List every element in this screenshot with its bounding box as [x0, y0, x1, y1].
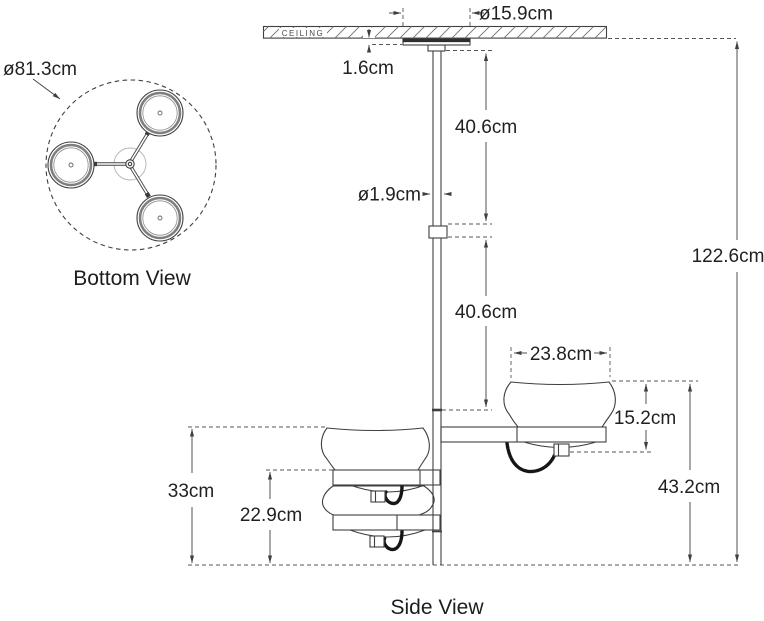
left-upper-arm [332, 469, 441, 486]
left-lower-drop-label: 22.9cm [240, 505, 302, 526]
rod-coupling [428, 225, 448, 239]
ceiling-label: CEILING [282, 29, 325, 38]
canopy-diameter-label: ø15.9cm [479, 4, 553, 25]
bottom-view: ø81.3cm Bottom View [3, 59, 217, 290]
fixture-diameter-label: ø81.3cm [3, 59, 77, 80]
hub-center-dot [127, 161, 133, 167]
bottom-shade-top-right [136, 89, 184, 137]
fixture-outline-dashed-circle [45, 79, 217, 251]
bottom-shade-bottom-right [136, 194, 184, 242]
canopy-thickness-label: 1.6cm [342, 58, 394, 79]
rod-upper-length-label: 40.6cm [455, 117, 517, 138]
left-upper-shade [320, 427, 430, 471]
ceiling: CEILING [262, 25, 608, 39]
left-upper-socket [370, 490, 386, 503]
right-shade [503, 381, 616, 428]
ceiling-band [262, 25, 608, 39]
right-socket [553, 443, 570, 457]
left-lower-socket [369, 535, 385, 548]
bottom-shade-left [47, 141, 95, 189]
left-cluster-height-label: 33cm [168, 481, 214, 502]
hub-center-ring [125, 159, 135, 169]
right-arm [440, 426, 607, 443]
fixture-diameter-leader [32, 78, 61, 100]
left-lower-cord [382, 529, 404, 552]
dimensions: ø15.9cm 1.6cm 40.6cm ø1.9cm 40.6cm 122.6… [168, 4, 764, 564]
right-cord [505, 441, 557, 474]
rod-lower-length-label: 40.6cm [455, 302, 517, 323]
side-view-fixture: CEILING [262, 25, 616, 565]
shade-height-label: 15.2cm [614, 408, 676, 429]
left-upper-shade-bottom [349, 484, 426, 493]
ceiling-label-backing [279, 28, 327, 37]
overall-height-label: 122.6cm [692, 246, 764, 267]
arm-connector [144, 191, 151, 199]
side-view-caption: Side View [390, 596, 484, 619]
arm-connector [92, 161, 97, 167]
bottom-arms [92, 129, 151, 199]
rod-diameter-label: ø1.9cm [358, 185, 421, 206]
bottom-view-caption: Bottom View [73, 267, 191, 290]
reference-lines [188, 8, 740, 566]
left-lower-shade-bottom [349, 529, 426, 538]
canopy [402, 38, 471, 52]
left-lower-arm [332, 514, 441, 531]
canopy-stem [427, 44, 446, 52]
rod [428, 51, 448, 565]
upper-shade-drop-label: 43.2cm [658, 477, 720, 498]
shade-diameter-label: 23.8cm [530, 344, 592, 365]
